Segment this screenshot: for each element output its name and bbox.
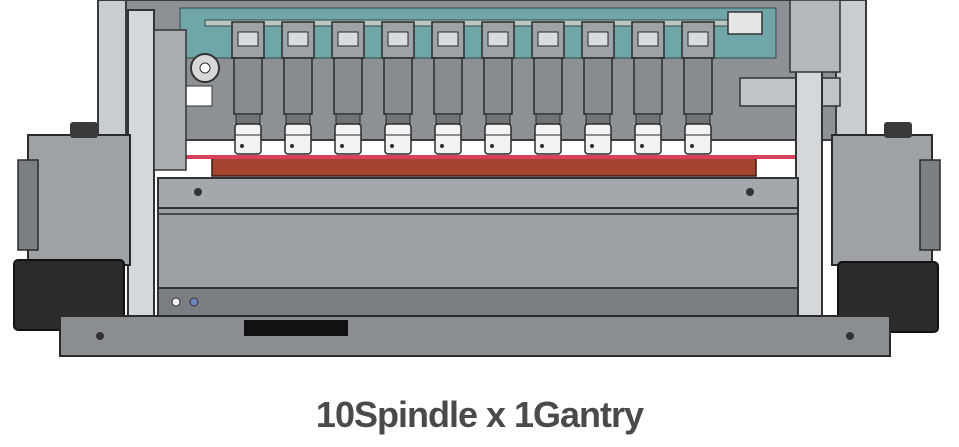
bottom-plate [59, 315, 891, 357]
caption-title: 10Spindle x 1Gantry [315, 394, 644, 435]
left-motor-housing [27, 134, 131, 266]
gantry-screw-left [194, 188, 202, 196]
base-screw-right [846, 332, 854, 340]
right-column [795, 69, 823, 321]
worktable [211, 157, 757, 177]
right-column-top [789, 0, 841, 73]
indicator-light-blue [189, 297, 199, 307]
spindle-4 [381, 21, 415, 155]
spindle-7 [531, 21, 565, 155]
left-bracket [185, 85, 213, 107]
spindle-10 [681, 21, 715, 155]
right-motor-housing [831, 134, 933, 266]
spindle-9 [631, 21, 665, 155]
label-plate [244, 320, 348, 336]
gantry-screw-right [746, 188, 754, 196]
base-screw-left [96, 332, 104, 340]
left-column-inner [153, 29, 187, 171]
spindle-5 [431, 21, 465, 155]
left-upright-back [97, 0, 127, 141]
right-upright-back [835, 0, 867, 141]
right-switch-box [727, 11, 763, 35]
gantry-upper-plate [157, 177, 799, 209]
spindle-3 [331, 21, 365, 155]
spindle-8 [581, 21, 615, 155]
spindle-6 [481, 21, 515, 155]
gantry-lower-plate [157, 207, 799, 289]
indicator-light-white [171, 297, 181, 307]
base-plate [157, 287, 799, 319]
machine-illustration [13, 0, 941, 357]
spindle-2 [281, 21, 315, 155]
right-clamp-block [739, 77, 841, 107]
spindle-1 [231, 21, 265, 155]
spindle-array [231, 21, 715, 155]
left-column [127, 9, 155, 321]
